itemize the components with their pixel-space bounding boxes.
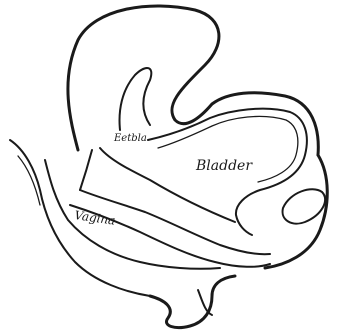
label-uterus: Eetbla bbox=[113, 133, 147, 144]
right-oval-structure bbox=[283, 189, 326, 223]
uterus-outer-outline bbox=[68, 6, 318, 155]
label-bladder: Bladder bbox=[195, 158, 253, 174]
left-fold-middle bbox=[45, 160, 220, 269]
label-vagina: Vagina bbox=[74, 208, 117, 228]
rectum-outline bbox=[150, 276, 235, 328]
uterus-inner-loop bbox=[120, 68, 152, 130]
